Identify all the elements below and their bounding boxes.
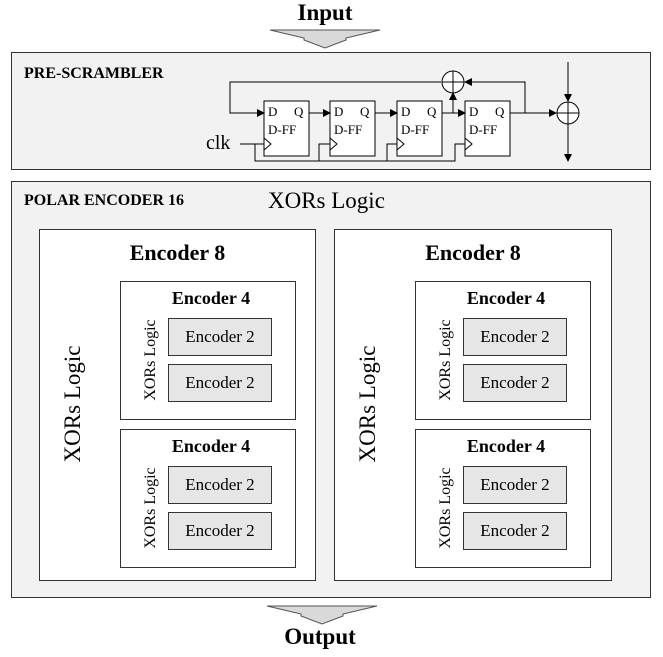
input-arrow [269, 29, 381, 49]
encoder-4-block: Encoder 4 XORs Logic Encoder 2 Encoder 2 [415, 429, 591, 568]
encoder-2-block: Encoder 2 [168, 318, 272, 356]
encoder-4-title: Encoder 4 [171, 436, 251, 456]
encoder-8-title: Encoder 8 [425, 240, 521, 265]
encoder-8-right: Encoder 8 XORs Logic Encoder 4 XORs Logi… [334, 229, 612, 581]
dff-1-d: D [268, 104, 277, 119]
clk-label: clk [206, 132, 230, 154]
polar-xors-label: XORs Logic [268, 188, 385, 213]
scrambler-circuit: D Q D-FF D Q D-FF D Q D-FF D Q D-FF clk [206, 62, 580, 162]
dff-1 [263, 100, 310, 157]
encoder-2-block: Encoder 2 [463, 512, 567, 550]
encoder-8-left: Encoder 8 XORs Logic Encoder 4 XORs Logi… [39, 229, 316, 581]
encoder-2-block: Encoder 2 [463, 364, 567, 402]
dff-4-q: Q [495, 104, 505, 119]
dff-2-name: D-FF [334, 122, 362, 137]
dff-3-d: D [401, 104, 410, 119]
dff-1-name: D-FF [268, 122, 296, 137]
encoder-4-title: Encoder 4 [171, 288, 251, 308]
encoder-2-block: Encoder 2 [168, 512, 272, 550]
polar-encoder-16-panel: POLAR ENCODER 16 XORs Logic Encoder 8 XO… [11, 181, 651, 598]
encoder-4-xors-label: XORs Logic [142, 319, 159, 401]
encoder-4-xors-label: XORs Logic [142, 467, 159, 549]
dff-2 [329, 100, 376, 157]
encoder-2-block: Encoder 2 [463, 466, 567, 504]
output-arrow [266, 605, 378, 625]
feedback-xor-icon [441, 70, 465, 94]
encoder-8-xors-label: XORs Logic [60, 345, 85, 463]
encoder-2-block: Encoder 2 [168, 466, 272, 504]
encoder-8-xors-label: XORs Logic [355, 345, 380, 463]
encoder-4-block: Encoder 4 XORs Logic Encoder 2 Encoder 2 [120, 429, 296, 568]
encoder-2-block: Encoder 2 [168, 364, 272, 402]
encoder-4-title: Encoder 4 [466, 436, 546, 456]
output-label: Output [284, 624, 356, 649]
dff-3 [396, 100, 443, 157]
output-xor-icon [556, 101, 580, 125]
dff-2-q: Q [360, 104, 370, 119]
prescrambler-title: PRE-SCRAMBLER [24, 65, 164, 82]
encoder-8-title: Encoder 8 [129, 240, 226, 265]
encoder-4-title: Encoder 4 [466, 288, 546, 308]
dff-4-name: D-FF [469, 122, 497, 137]
polar-encoder-title: POLAR ENCODER 16 [24, 192, 185, 209]
dff-4-d: D [469, 104, 478, 119]
encoder-2-block: Encoder 2 [463, 318, 567, 356]
dff-1-q: Q [294, 104, 304, 119]
input-label: Input [297, 0, 353, 25]
dff-3-q: Q [427, 104, 437, 119]
encoder-4-block: Encoder 4 XORs Logic Encoder 2 Encoder 2 [120, 281, 296, 420]
dff-3-name: D-FF [401, 122, 429, 137]
encoder-4-xors-label: XORs Logic [437, 467, 454, 549]
dff-4 [464, 100, 511, 157]
encoder-4-xors-label: XORs Logic [437, 319, 454, 401]
encoder-4-block: Encoder 4 XORs Logic Encoder 2 Encoder 2 [415, 281, 591, 420]
dff-2-d: D [334, 104, 343, 119]
